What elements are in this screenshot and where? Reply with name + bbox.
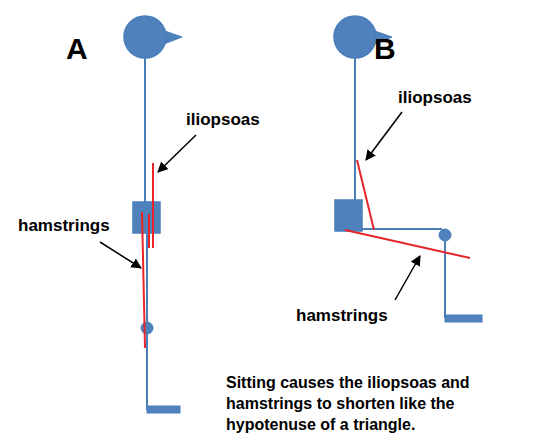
standing-figure: [124, 16, 182, 413]
panel-letter: B: [374, 32, 396, 66]
leader-arrows: [100, 112, 420, 300]
muscle-label: hamstrings: [296, 306, 388, 326]
muscle-label: iliopsoas: [186, 110, 260, 130]
muscle-label: iliopsoas: [398, 88, 472, 108]
panel-letter: A: [66, 32, 88, 66]
muscle-label: hamstrings: [18, 216, 110, 236]
sitting-figure: [334, 16, 482, 322]
figure-caption: Sitting causes the iliopsoas and hamstri…: [226, 372, 538, 435]
